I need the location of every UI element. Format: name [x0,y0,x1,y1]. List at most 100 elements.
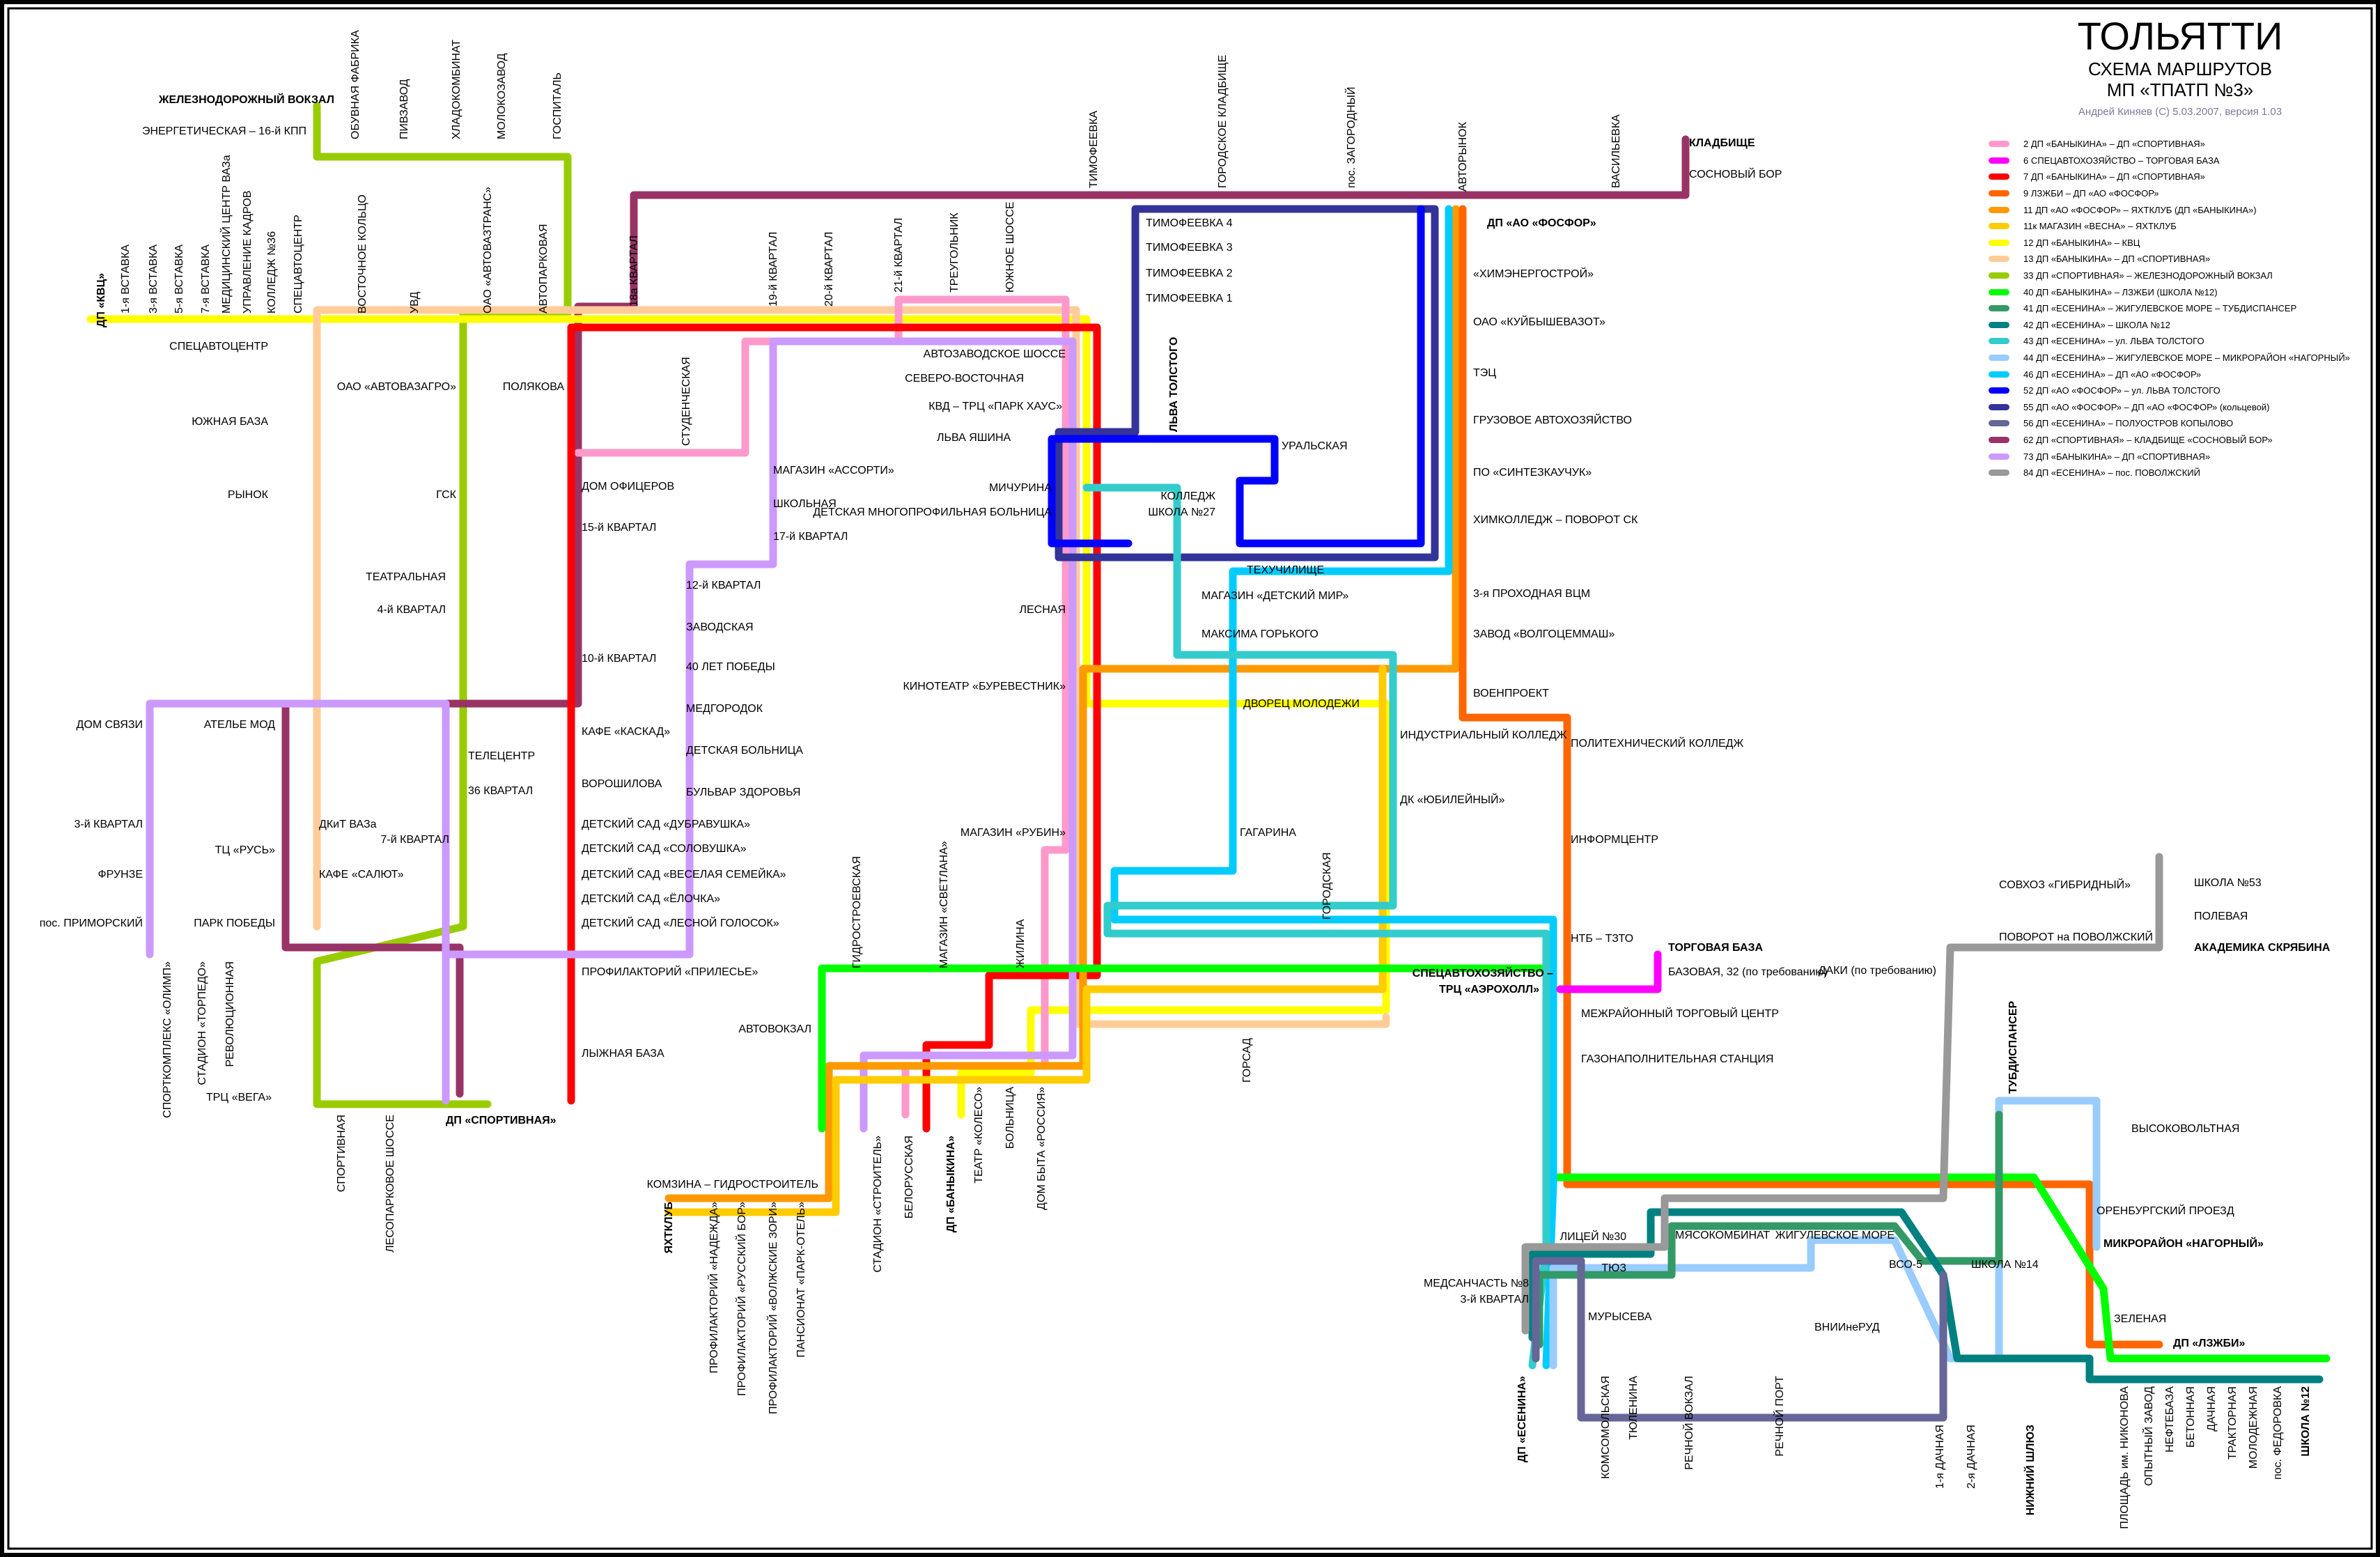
station-label[interactable]: ПОЛЯКОВА [503,381,565,393]
station-label[interactable]: ПО «СИНТЕЗКАУЧУК» [1473,467,1592,479]
station-label[interactable]: 3-й КВАРТАЛ [75,819,143,830]
station-label[interactable]: 7-й КВАРТАЛ [381,834,449,846]
station-label[interactable]: БЕЛОРУССКАЯ [903,1136,915,1218]
station-label[interactable]: СТАДИОН «СТРОИТЕЛЬ» [872,1136,884,1273]
station-label[interactable]: АВТОЗАВОДСКОЕ ШОССЕ [924,348,1066,360]
route-84[interactable] [1521,853,2163,1335]
station-label[interactable]: ВОЕНПРОЕКТ [1473,688,1549,699]
station-label[interactable]: ОПЫТНЫЙ ЗАВОД [2142,1386,2155,1486]
station-label[interactable]: НИЖНИЙ ШЛЮЗ [2023,1425,2037,1515]
station-label[interactable]: ДОМ СВЯЗИ [77,719,143,731]
station-label[interactable]: ТЭЦ [1473,367,1496,379]
station-label[interactable]: МАГАЗИН «РУБИН» [960,827,1066,839]
station-label[interactable]: ДП «ЛЗЖБИ» [2173,1338,2246,1349]
route-52[interactable] [1048,205,1425,548]
station-label[interactable]: ВНИИнеРУД [1814,1322,1880,1333]
station-label[interactable]: ТИМОФЕЕВКА 4 [1146,217,1233,229]
station-label[interactable]: ТУБДИСПАНСЕР [2007,1000,2019,1094]
station-label[interactable]: МАГАЗИН «АССОРТИ» [773,465,894,477]
station-label[interactable]: МИЧУРИНА [989,482,1052,494]
station-label[interactable]: ЗЕЛЕНАЯ [2114,1313,2166,1325]
route-46[interactable] [1110,205,1557,1370]
station-label[interactable]: 1-я ВСТАВКА [120,245,132,313]
station-label[interactable]: ГОРОДСКОЕ КЛАДБИЩЕ [1217,55,1229,188]
route-73[interactable] [146,337,1077,1133]
station-label[interactable]: ЯХТКЛУБ [663,1202,675,1253]
station-label[interactable]: СПОРТИВНАЯ [336,1115,348,1192]
station-label[interactable]: АВТОВОКЗАЛ [738,1023,811,1035]
station-label[interactable]: 3-я ПРОХОДНАЯ ВЦМ [1473,588,1590,600]
station-label[interactable]: ЭНЕРГЕТИЧЕСКАЯ – 16-й КПП [142,125,306,137]
station-label[interactable]: ТИМОФЕЕВКА [1088,110,1100,188]
station-label[interactable]: МЯСОКОМБИНАТ [1675,1230,1770,1241]
station-label[interactable]: АКАДЕМИКА СКРЯБИНА [2194,942,2331,954]
station-label[interactable]: МИКРОРАЙОН «НАГОРНЫЙ» [2103,1237,2264,1250]
station-label[interactable]: 12-й КВАРТАЛ [686,580,761,591]
station-label[interactable]: ВАСИЛЬЕВКА [1610,114,1622,188]
station-label[interactable]: 36 КВАРТАЛ [468,785,533,797]
station-label[interactable]: ПРОФИЛАКТОРИЙ «РУССКИЙ БОР» [735,1202,748,1396]
station-label[interactable]: МАГАЗИН «СВЕТЛАНА» [938,841,950,968]
station-label[interactable]: МАКСИМА ГОРЬКОГО [1201,628,1319,640]
station-label[interactable]: 15-й КВАРТАЛ [582,522,656,534]
station-label[interactable]: ХЛАДОКОМБИНАТ [451,39,462,139]
station-label[interactable]: СТАДИОН «ТОРПЕДО» [196,961,208,1085]
station-label[interactable]: 4-й КВАРТАЛ [378,604,446,616]
station-label[interactable]: ОРЕНБУРГСКИЙ ПРОЕЗД [2097,1204,2234,1217]
station-label[interactable]: ЛЕСНАЯ [1019,604,1066,616]
station-label[interactable]: ЛЬВА ЯШИНА [937,432,1011,444]
station-label[interactable]: ТРЦ «АЭРОХОЛЛ» [1439,984,1539,996]
route-40[interactable] [818,964,2331,1363]
station-label[interactable]: НТБ – ТЗТО [1571,933,1633,945]
station-label[interactable]: АВТОРЫНОК [1457,121,1469,192]
station-label[interactable]: ДП «БАНЫКИНА» [945,1136,957,1232]
station-label[interactable]: ГАЗОНАПОЛНИТЕЛЬНАЯ СТАНЦИЯ [1581,1053,1773,1065]
station-label[interactable]: ДК «ЮБИЛЕЙНЫЙ» [1400,793,1505,806]
station-label[interactable]: КВД – ТРЦ «ПАРК ХАУС» [928,401,1062,412]
station-label[interactable]: ЗАВОД «ВОЛГОЦЕММАШ» [1473,628,1615,640]
station-label[interactable]: СПЕЦАВТОЦЕНТР [169,341,268,353]
station-label[interactable]: БОЛЬНИЦА [1004,1087,1016,1149]
station-label[interactable]: ШКОЛА №12 [2300,1386,2312,1457]
station-label[interactable]: ПОЛИТЕХНИЧЕСКИЙ КОЛЛЕДЖ [1571,736,1744,750]
station-label[interactable]: ПРОФИЛАКТОРИЙ «ВОЛЖСКИЕ ЗОРИ» [766,1202,779,1414]
station-label[interactable]: ТОРГОВАЯ БАЗА [1668,942,1764,954]
station-label[interactable]: КИНОТЕАТР «БУРЕВЕСТНИК» [903,681,1066,692]
station-label[interactable]: ОАО «АВТОВАЗТРАНС» [482,187,494,313]
station-label[interactable]: ШКОЛА №14 [1971,1259,2039,1271]
station-label[interactable]: ТИМОФЕЕВКА 3 [1146,242,1233,254]
station-label[interactable]: ДАКИ (по требованию) [1819,965,1936,977]
station-label[interactable]: пос. ФЕДОРОВКА [2272,1386,2284,1480]
station-label[interactable]: 10-й КВАРТАЛ [582,653,656,665]
station-label[interactable]: ДЕТСКИЙ САД «ЁЛОЧКА» [582,892,720,905]
station-label[interactable]: КАФЕ «САЛЮТ» [319,869,404,881]
station-label[interactable]: 20-й КВАРТАЛ [823,232,835,307]
station-label[interactable]: ОБУВНАЯ ФАБРИКА [350,30,361,139]
route-56[interactable] [1532,1257,1947,1422]
station-label[interactable]: АВТОПАРКОВАЯ [538,224,550,313]
route-62[interactable] [281,135,1690,1098]
station-label[interactable]: ФРУНЗЕ [98,869,143,881]
station-label[interactable]: АТЕЛЬЕ МОД [204,719,275,731]
station-label[interactable]: 40 ЛЕТ ПОБЕДЫ [686,661,775,673]
station-label[interactable]: ДЕТСКИЙ САД «ВЕСЕЛАЯ СЕМЕЙКА» [582,867,786,881]
station-label[interactable]: ГИДРОСТРОЕВСКАЯ [851,856,863,968]
station-label[interactable]: ШКОЛА №27 [1148,506,1215,518]
station-label[interactable]: ВСО-5 [1889,1259,1922,1271]
station-label[interactable]: ТЮЗ [1601,1262,1626,1274]
station-label[interactable]: ДАЧНАЯ [2206,1386,2218,1432]
station-label[interactable]: УРАЛЬСКАЯ [1282,440,1348,452]
station-label[interactable]: 2-я ДАЧНАЯ [1966,1425,1977,1489]
station-label[interactable]: РЕВОЛЮЦИОННАЯ [224,961,236,1067]
station-label[interactable]: ЛЕСОПАРКОВОЕ ШОССЕ [384,1115,396,1253]
station-label[interactable]: ИНФОРМЦЕНТР [1571,834,1658,846]
station-label[interactable]: ГОРСАД [1241,1038,1253,1083]
station-label[interactable]: ВЫСОКОВОЛЬТНАЯ [2131,1123,2239,1135]
station-label[interactable]: ВОСТОЧНОЕ КОЛЬЦО [357,194,368,313]
station-label[interactable]: ЮЖНОЕ ШОССЕ [1004,201,1016,293]
station-label[interactable]: МЕДИЦИНСКИЙ ЦЕНТР ВАЗа [219,155,233,313]
station-label[interactable]: КОЛЛЕДЖ №36 [266,231,278,313]
station-label[interactable]: СОВХОЗ «ГИБРИДНЫЙ» [1999,878,2131,891]
station-label[interactable]: БУЛЬВАР ЗДОРОВЬЯ [686,787,800,798]
route-41[interactable] [1535,1110,2003,1349]
